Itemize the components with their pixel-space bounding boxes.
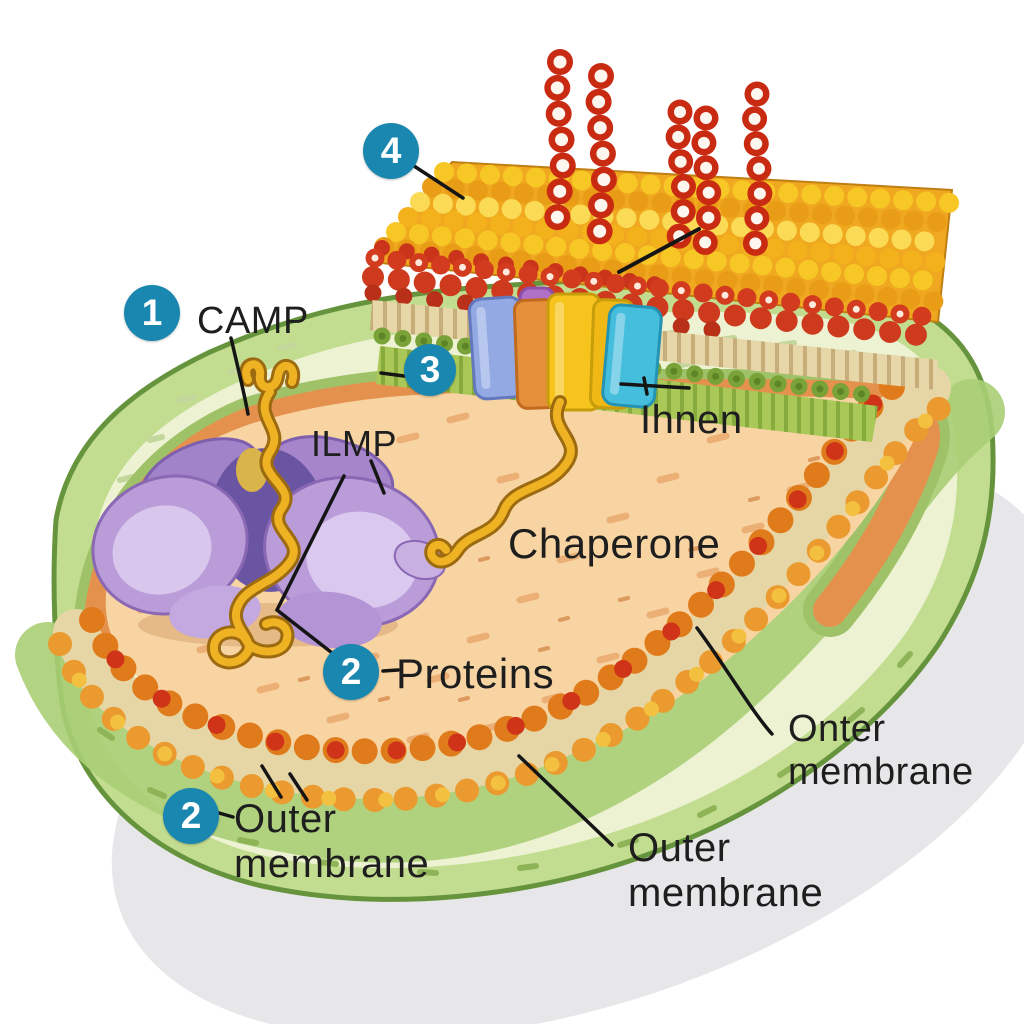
label-line: membrane [628,870,824,915]
label-ilmp: ILMP [311,423,398,464]
label-outer-membrane-right: Onter membrane [788,708,974,793]
label-line: Onter [788,708,886,750]
chaperone-complex [91,435,447,649]
label-outer-membrane-left: Outer membrane [234,797,429,887]
lps-chains [544,49,773,277]
outer-membrane-arc [48,365,963,812]
step-badge-2: 2 [323,644,379,700]
label-camp: CAMP [197,300,309,342]
label-line: Outer [628,826,731,870]
label-line: Outer [234,797,337,841]
label-line: membrane [788,750,974,793]
step-badge-2b: 2 [163,788,219,844]
polypeptide-chains [207,357,578,670]
label-chaperone: Chaperone [508,520,721,567]
label-inner: Ihnen [640,398,743,442]
translocon-channel [467,286,663,412]
label-line: membrane [234,841,430,886]
step-badge-4: 4 [363,123,419,179]
step-badge-3: 3 [404,344,456,396]
leader-lines [217,164,774,847]
label-outer-membrane-mid: Outer membrane [628,826,823,916]
label-proteins: Proteins [396,650,555,697]
step-badge-1: 1 [124,285,180,341]
